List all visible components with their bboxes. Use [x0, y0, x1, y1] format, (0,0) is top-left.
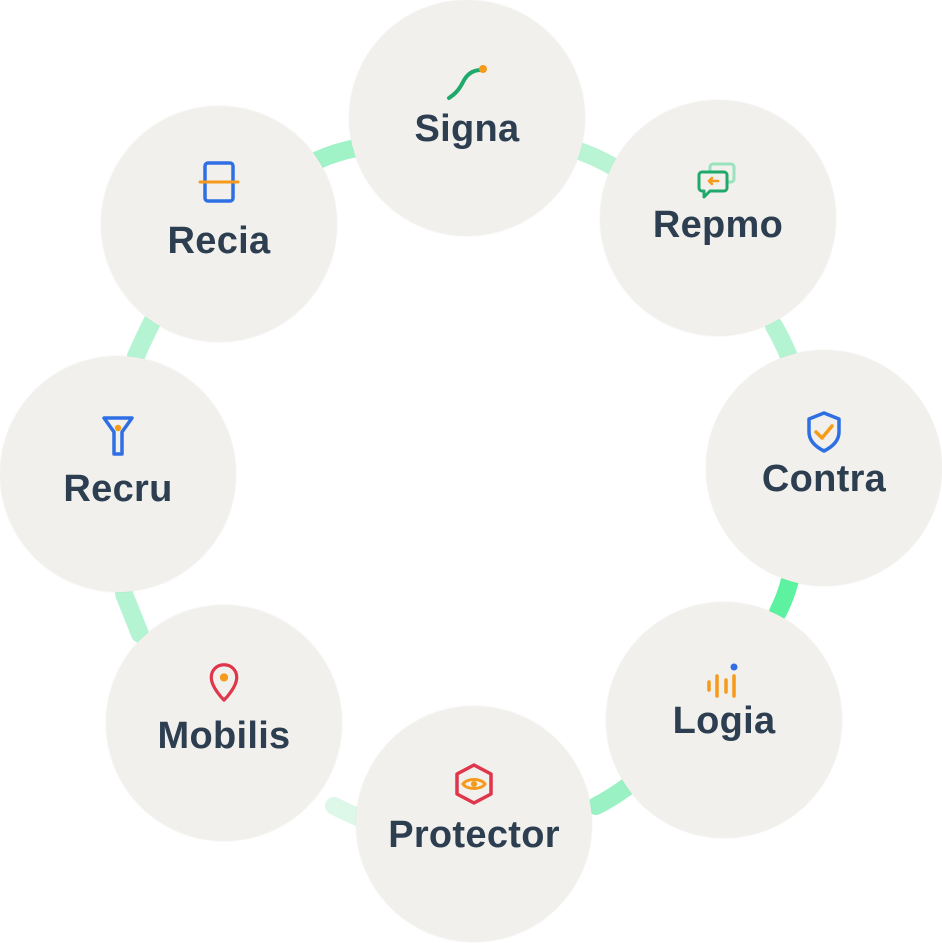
- node-label: Recia: [167, 220, 271, 262]
- connector-mobilis-recru: [115, 585, 149, 643]
- node-label: Contra: [761, 458, 887, 500]
- connector-signa-repmo: [573, 143, 621, 175]
- shield-check-icon: [807, 411, 841, 453]
- node-logia[interactable]: Logia: [606, 602, 842, 838]
- signature-curve-icon: [447, 65, 487, 100]
- node-label: Repmo: [652, 204, 784, 246]
- node-mobilis[interactable]: Mobilis: [106, 605, 342, 841]
- node-recia[interactable]: Recia: [101, 106, 337, 342]
- connector-logia-protector: [587, 777, 637, 815]
- connector-recru-recia: [127, 313, 161, 365]
- node-recru[interactable]: Recru: [0, 356, 236, 592]
- node-label: Recru: [63, 468, 173, 510]
- node-contra[interactable]: Contra: [706, 350, 942, 586]
- connector-contra-logia: [769, 571, 799, 621]
- location-pin-icon: [209, 663, 239, 702]
- node-signa[interactable]: Signa: [349, 0, 585, 236]
- node-label: Signa: [414, 108, 520, 150]
- connector-repmo-contra: [765, 317, 797, 363]
- chat-bubbles-icon: [697, 162, 736, 199]
- node-label: Mobilis: [157, 715, 291, 757]
- audio-bars-icon: [707, 663, 738, 698]
- node-label: Protector: [388, 814, 560, 856]
- funnel-icon: [102, 416, 134, 456]
- hexagon-eye-icon: [455, 763, 493, 805]
- node-repmo[interactable]: Repmo: [600, 100, 836, 336]
- scan-frame-icon: [198, 161, 240, 203]
- node-label: Logia: [672, 700, 776, 742]
- node-protector[interactable]: Protector: [356, 706, 592, 942]
